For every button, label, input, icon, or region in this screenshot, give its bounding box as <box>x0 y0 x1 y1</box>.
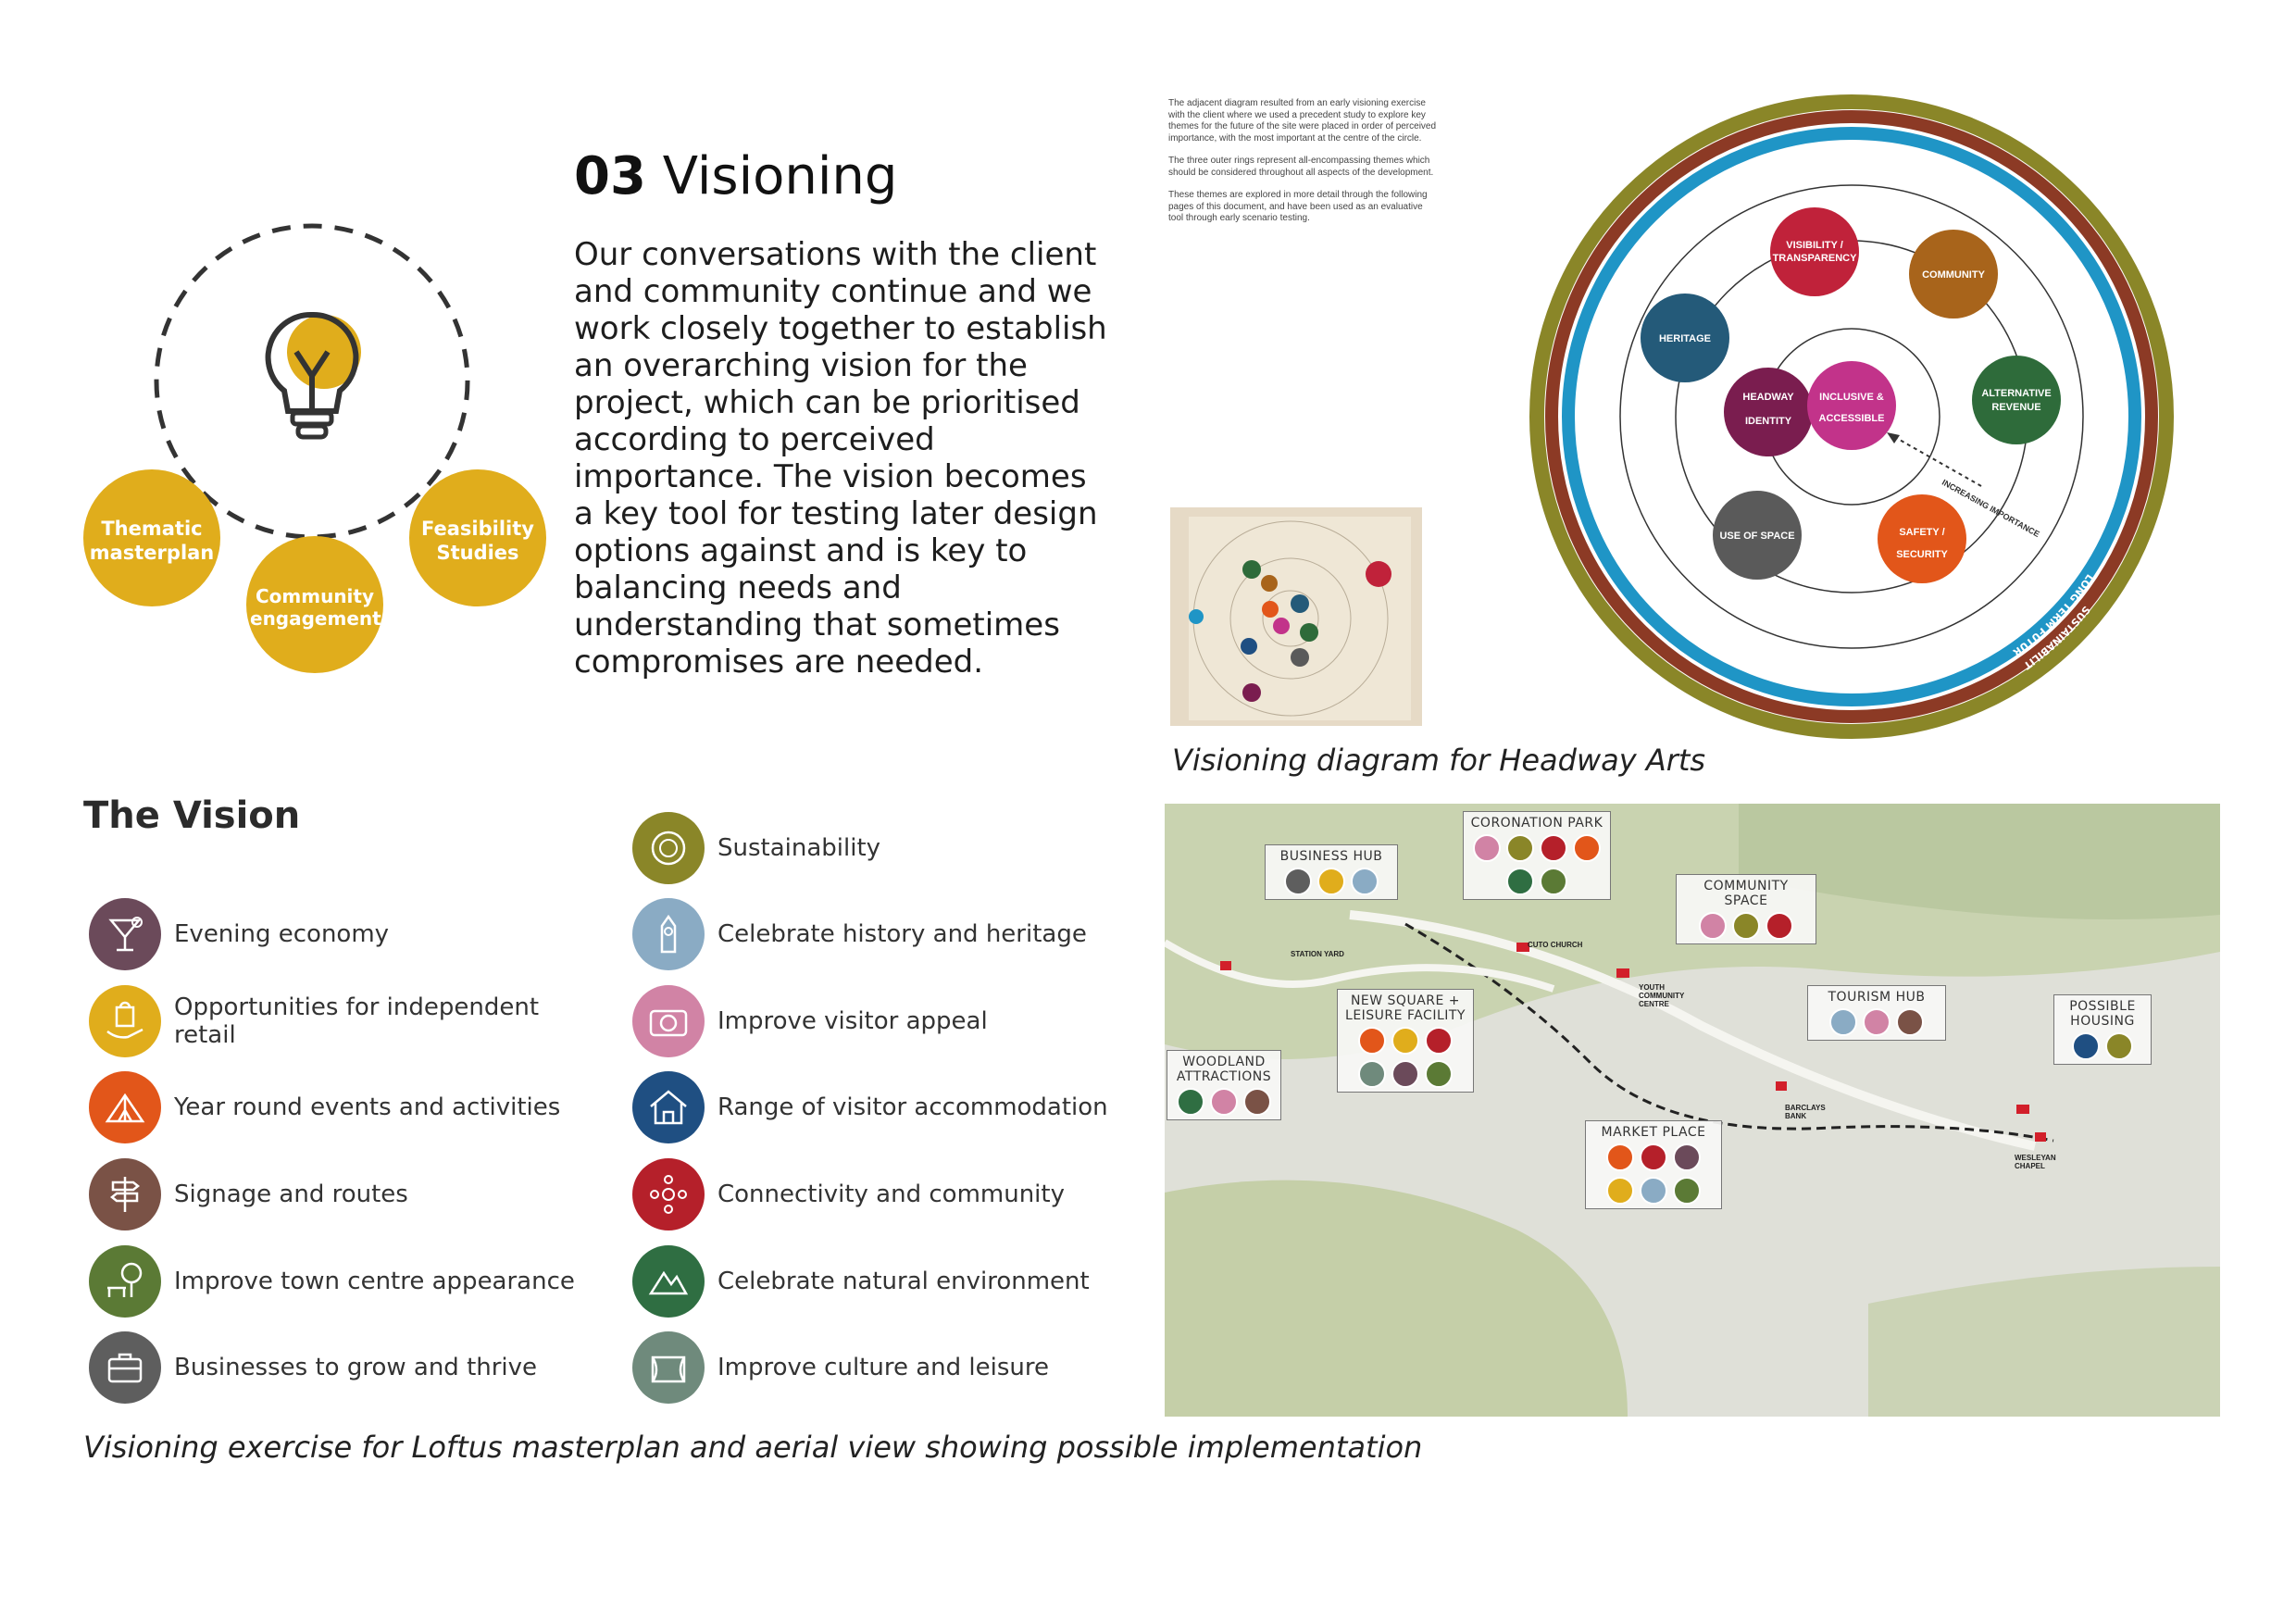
theme-use-of-space: USE OF SPACE <box>1713 491 1802 580</box>
note-paragraph: The three outer rings represent all-enco… <box>1168 156 1434 178</box>
svg-text:ALTERNATIVE: ALTERNATIVE <box>1981 388 2051 399</box>
cycle-label-community: Community engagement <box>250 585 381 630</box>
diagram-caption: Visioning diagram for Headway Arts <box>1172 743 1706 778</box>
note-paragraph: The adjacent diagram resulted from an ea… <box>1168 98 1437 144</box>
cycle-node-community <box>246 536 383 673</box>
note-paragraph: These themes are explored in more detail… <box>1168 190 1428 223</box>
map-callout-business-hub: BUSINESS HUB <box>1265 844 1398 900</box>
tent-icon <box>89 1071 161 1143</box>
section-number: 03 <box>574 146 646 206</box>
svg-text:VISIBILITY /: VISIBILITY / <box>1786 240 1843 251</box>
vision-item-natural-environment: Celebrate natural environment <box>632 1245 1090 1318</box>
vision-item-signage: Signage and routes <box>89 1158 408 1230</box>
svg-text:USE OF SPACE: USE OF SPACE <box>1719 531 1794 542</box>
theme-alternative-revenue: ALTERNATIVE REVENUE <box>1972 356 2061 444</box>
map-callout-market-place: MARKET PLACE <box>1585 1120 1722 1209</box>
vision-item-independent-retail: Opportunities for independent retail <box>89 985 570 1057</box>
map-callout-possible-housing: POSSIBLE HOUSING <box>2053 994 2152 1065</box>
diagram-note: The adjacent diagram resulted from an ea… <box>1168 98 1437 236</box>
svg-text:SECURITY: SECURITY <box>1896 549 1948 560</box>
cycle-node-thematic <box>83 469 220 606</box>
vision-title: The Vision <box>83 794 301 837</box>
vision-item-culture-leisure: Improve culture and leisure <box>632 1331 1049 1404</box>
place-label: WESLEYAN CHAPEL <box>2015 1154 2056 1170</box>
svg-text:HEADWAY: HEADWAY <box>1742 392 1794 403</box>
map-caption: Visioning exercise for Loftus masterplan… <box>83 1430 1423 1465</box>
cocktail-icon <box>89 898 161 970</box>
svg-text:REVENUE: REVENUE <box>1991 402 2040 413</box>
vision-item-accommodation: Range of visitor accommodation <box>632 1071 1108 1143</box>
place-label: CUTO CHURCH <box>1528 941 1583 949</box>
svg-text:ACCESSIBLE: ACCESSIBLE <box>1819 413 1885 424</box>
theme-heritage: HERITAGE <box>1641 294 1729 382</box>
svg-text:SAFETY /: SAFETY / <box>1899 527 1944 538</box>
house-icon <box>632 1071 705 1143</box>
map-callout-coronation-park: CORONATION PARK <box>1463 811 1611 900</box>
lead-paragraph: Our conversations with the client and co… <box>574 236 1107 681</box>
camera-heart-icon <box>632 985 705 1057</box>
aerial-map: STATION YARD CUTO CHURCH YOUTH COMMUNITY… <box>1165 804 2220 1417</box>
process-cycle <box>83 223 546 673</box>
cycle-label-feasibility: Feasibility Studies <box>421 518 534 564</box>
vision-item-heritage: Celebrate history and heritage <box>632 898 1087 970</box>
svg-text:INCLUSIVE &: INCLUSIVE & <box>1819 392 1884 403</box>
signpost-icon <box>89 1158 161 1230</box>
theatre-icon <box>632 1331 705 1404</box>
svg-text:IDENTITY: IDENTITY <box>1745 416 1792 427</box>
svg-text:HERITAGE: HERITAGE <box>1659 333 1711 344</box>
map-callout-tourism-hub: TOURISM HUB <box>1807 985 1946 1041</box>
vision-item-sustainability: Sustainability <box>632 812 880 884</box>
vision-item-connectivity: Connectivity and community <box>632 1158 1065 1230</box>
cycle-label-thematic: Thematic masterplan <box>89 518 215 564</box>
vision-item-town-centre: Improve town centre appearance <box>89 1245 575 1318</box>
vision-item-businesses: Businesses to grow and thrive <box>89 1331 537 1404</box>
clock-tower-icon <box>632 898 705 970</box>
tree-bench-icon <box>89 1245 161 1318</box>
theme-visibility-transparency: VISIBILITY / TRANSPARENCY <box>1770 207 1859 296</box>
place-label: STATION YARD <box>1291 950 1344 958</box>
globe-cycle-icon <box>632 812 705 884</box>
theme-headway-identity: HEADWAY IDENTITY <box>1724 368 1813 456</box>
lightbulb-icon <box>265 311 361 440</box>
vision-item-events: Year round events and activities <box>89 1071 560 1143</box>
page-title: 03 Visioning <box>574 146 897 206</box>
mountain-icon <box>632 1245 705 1318</box>
place-label: BARCLAYS BANK <box>1785 1104 1826 1120</box>
vision-item-visitor-appeal: Improve visitor appeal <box>632 985 988 1057</box>
svg-text:TRANSPARENCY: TRANSPARENCY <box>1773 253 1858 264</box>
shopping-bag-hand-icon <box>89 985 161 1057</box>
briefcase-icon <box>89 1331 161 1404</box>
place-label: YOUTH COMMUNITY CENTRE <box>1639 983 1685 1008</box>
svg-text:COMMUNITY: COMMUNITY <box>1922 269 1985 281</box>
network-icon <box>632 1158 705 1230</box>
theme-inclusive-accessible: INCLUSIVE & ACCESSIBLE <box>1807 361 1896 450</box>
theme-safety-security: SAFETY / SECURITY <box>1878 494 1966 583</box>
map-callout-new-square: NEW SQUARE + LEISURE FACILITY <box>1337 989 1474 1093</box>
theme-community: COMMUNITY <box>1909 230 1998 319</box>
map-callout-community-space: COMMUNITY SPACE <box>1676 874 1816 944</box>
vision-item-evening-economy: Evening economy <box>89 898 389 970</box>
workshop-photo <box>1170 507 1422 726</box>
cycle-node-feasibility <box>409 469 546 606</box>
section-title: Visioning <box>662 146 898 206</box>
visioning-diagram: FINANCIAL STABILITY LONG TERM FUTURE SUS… <box>1518 83 2174 739</box>
map-callout-woodland: WOODLAND ATTRACTIONS <box>1167 1050 1281 1120</box>
